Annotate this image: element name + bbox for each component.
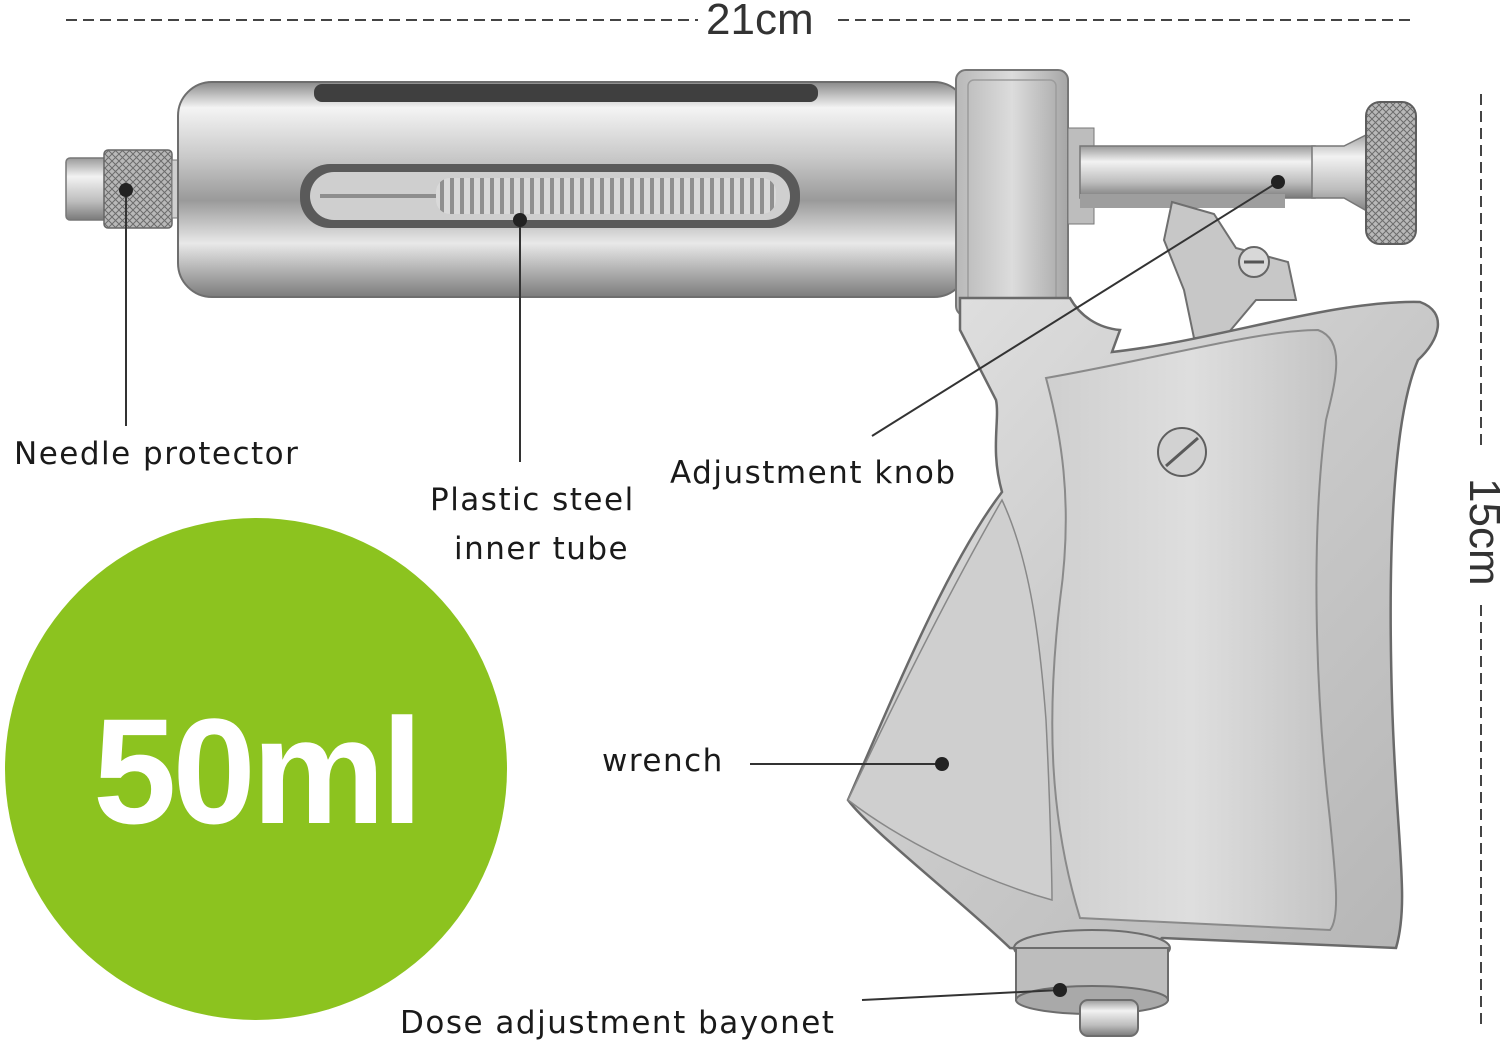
length-dimension-label: 21cm [706, 0, 814, 44]
barrel-collar [955, 69, 1069, 317]
capacity-badge: 50ml [5, 518, 507, 1020]
adjustment-knob-label: Adjustment knob [670, 455, 957, 491]
needle-protector-label: Needle protector [14, 436, 300, 472]
height-dimension-label: 15cm [1460, 478, 1500, 586]
capacity-text: 50ml [93, 687, 423, 855]
inner-tube-label-line2: inner tube [454, 531, 630, 567]
pistol-handle [846, 296, 1439, 958]
callout-lines [119, 175, 1285, 1001]
plunger-assembly [1067, 101, 1417, 245]
syringe-barrel [177, 81, 969, 298]
dose-bayonet-label: Dose adjustment bayonet [400, 1005, 836, 1041]
inner-tube-label-line1: Plastic steel [430, 482, 635, 518]
wrench-label: wrench [602, 743, 724, 779]
dose-bayonet-part [1013, 929, 1171, 1037]
trigger-lever [1162, 200, 1298, 339]
